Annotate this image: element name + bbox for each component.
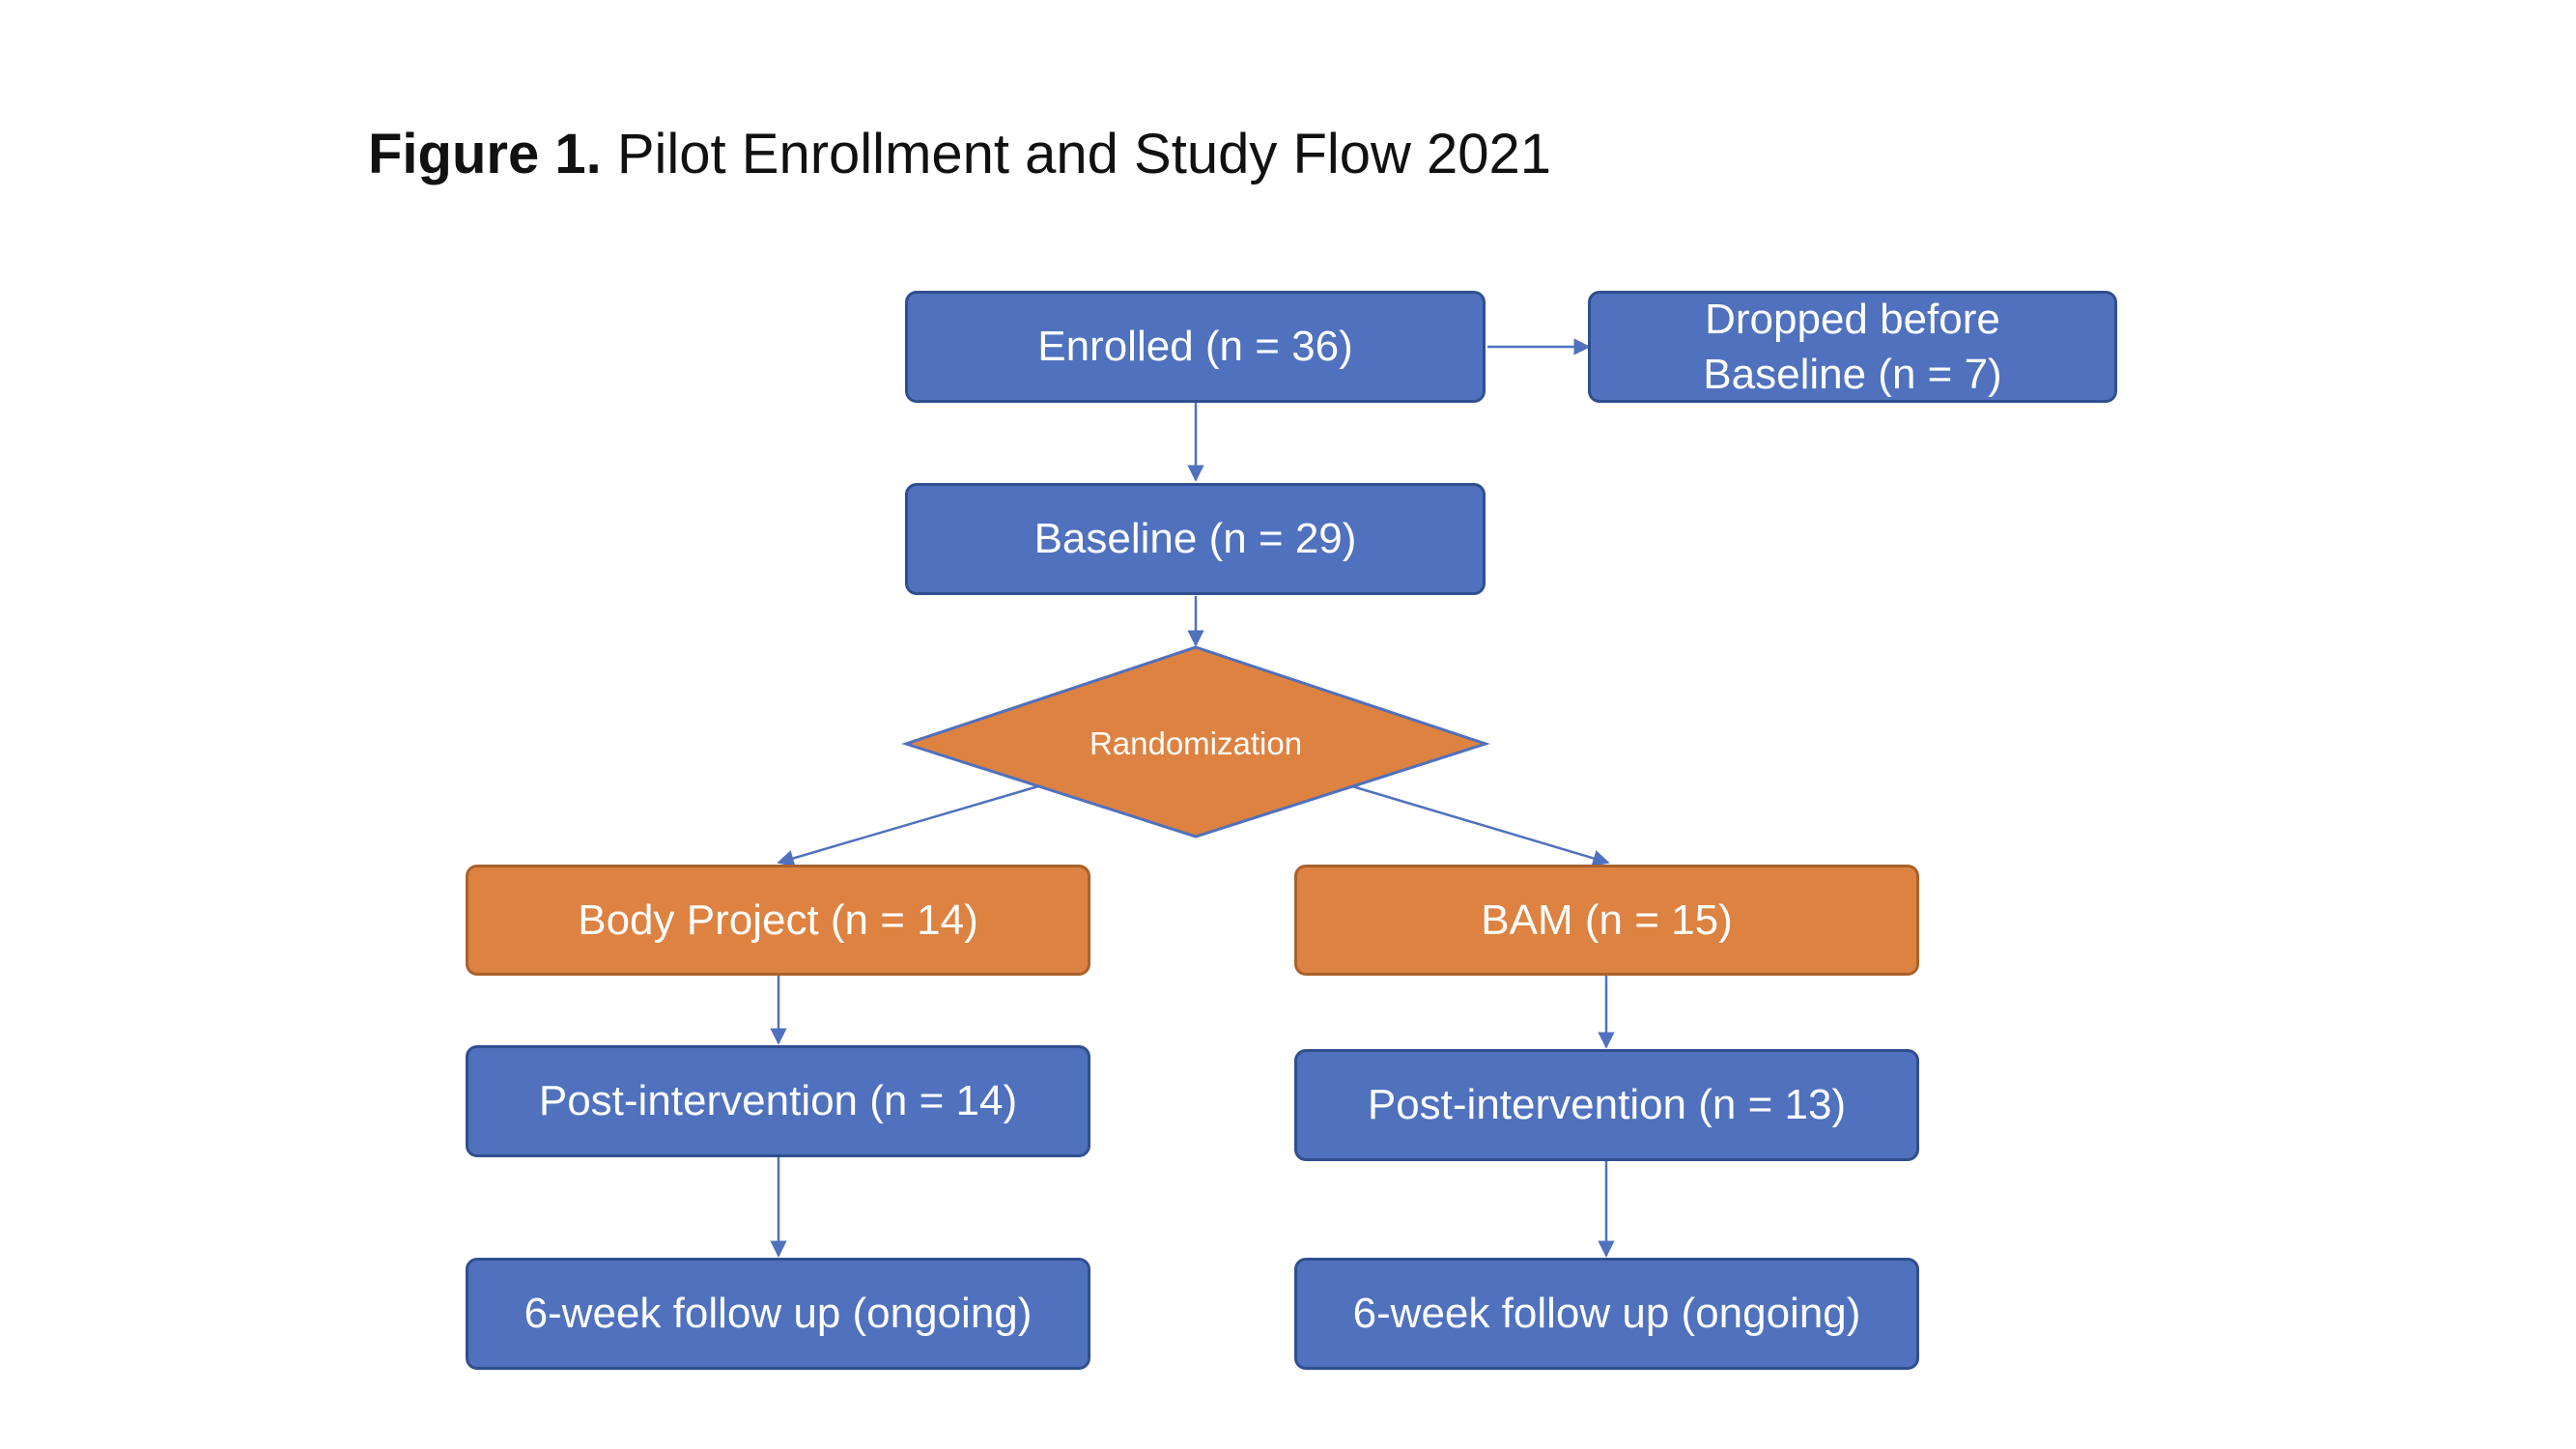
arrow-randomization-to-bam <box>1351 784 1610 867</box>
followup-left-label: 6-week follow up (ongoing) <box>524 1290 1033 1338</box>
enrolled-label: Enrolled (n = 36) <box>1037 323 1353 371</box>
bam-box: BAM (n = 15) <box>1294 865 1919 976</box>
figure-label: Figure 1. <box>368 123 602 185</box>
followup-right-label: 6-week follow up (ongoing) <box>1352 1290 1861 1338</box>
baseline-box: Baseline (n = 29) <box>905 483 1486 595</box>
post-intervention-left-box: Post-intervention (n = 14) <box>466 1045 1090 1157</box>
post-intervention-right-box: Post-intervention (n = 13) <box>1294 1049 1919 1161</box>
followup-left-box: 6-week follow up (ongoing) <box>466 1258 1090 1370</box>
followup-right-box: 6-week follow up (ongoing) <box>1294 1258 1919 1370</box>
body-project-label: Body Project (n = 14) <box>578 895 978 944</box>
baseline-label: Baseline (n = 29) <box>1033 515 1357 563</box>
dropped-label-line1: Dropped before <box>1705 295 2000 343</box>
arrow-randomization-to-body-project <box>777 784 1039 867</box>
dropped-box: Dropped before Baseline (n = 7) <box>1588 291 2117 403</box>
randomization-diamond <box>901 645 1490 838</box>
post-intervention-left-label: Post-intervention (n = 14) <box>538 1077 1018 1125</box>
randomization-label: Randomization <box>1089 725 1303 761</box>
figure-caption: Pilot Enrollment and Study Flow 2021 <box>616 123 1552 185</box>
figure-title: Figure 1. Pilot Enrollment and Study Flo… <box>368 121 1551 188</box>
post-intervention-right-label: Post-intervention (n = 13) <box>1367 1081 1847 1129</box>
enrolled-box: Enrolled (n = 36) <box>905 291 1486 403</box>
bam-label: BAM (n = 15) <box>1481 895 1733 944</box>
body-project-box: Body Project (n = 14) <box>466 865 1090 976</box>
dropped-label-line2: Baseline (n = 7) <box>1703 351 2002 398</box>
